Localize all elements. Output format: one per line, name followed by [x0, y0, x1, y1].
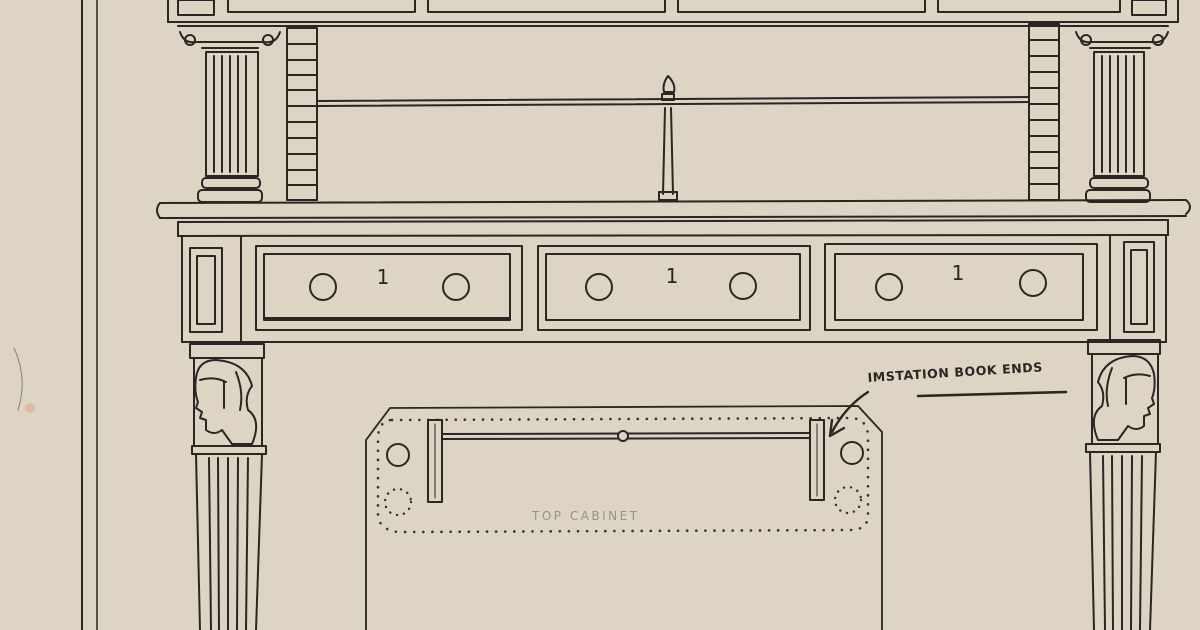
top-cabinet-dotted-outline: [376, 416, 870, 534]
book-stack-left: [286, 27, 318, 201]
annotation-arrow: [830, 390, 870, 434]
drawer-knob: [1019, 269, 1047, 297]
drawer-knob: [309, 273, 337, 301]
dotted-circle-right: [833, 485, 863, 515]
book-end-left: [427, 419, 443, 503]
book-end-rod: [441, 430, 811, 442]
top-cabinet-outline: [365, 405, 883, 630]
left-leg: [189, 343, 267, 630]
right-upper-column: [1075, 31, 1169, 203]
drawer-knob: [729, 272, 757, 300]
paper-crease: [13, 347, 23, 411]
finial-post: [658, 75, 678, 201]
drawer-knob: [875, 273, 903, 301]
annotation-underline-swoosh: [916, 390, 1068, 398]
carved-head-right: [1092, 355, 1156, 441]
main-shelf: [156, 199, 1191, 237]
top-cornice: [167, 0, 1179, 27]
drawer-mark-center: 1: [666, 264, 679, 288]
annotation-arrowhead: [828, 418, 846, 438]
book-end-right: [809, 419, 825, 501]
sheet-border: [81, 0, 98, 630]
drawer-mark-left: 1: [377, 265, 390, 289]
right-leg: [1085, 339, 1161, 630]
drawer-knob: [585, 273, 613, 301]
paper-stain: [25, 403, 35, 413]
drawer-left: [255, 245, 523, 331]
corner-circle-left: [386, 443, 410, 467]
annotation-label-top-cabinet: TOP CABINET: [532, 509, 640, 523]
apron-frame: [181, 235, 1167, 343]
drawer-mark-right: 1: [952, 261, 965, 285]
book-stack-right: [1028, 23, 1060, 201]
drawer-knob: [442, 273, 470, 301]
drawer-right: [824, 243, 1098, 331]
corner-circle-right: [840, 441, 864, 465]
carved-head-left: [194, 359, 258, 445]
dotted-circle-left: [383, 487, 413, 517]
drawer-center: [537, 245, 811, 331]
left-upper-column: [179, 31, 281, 203]
